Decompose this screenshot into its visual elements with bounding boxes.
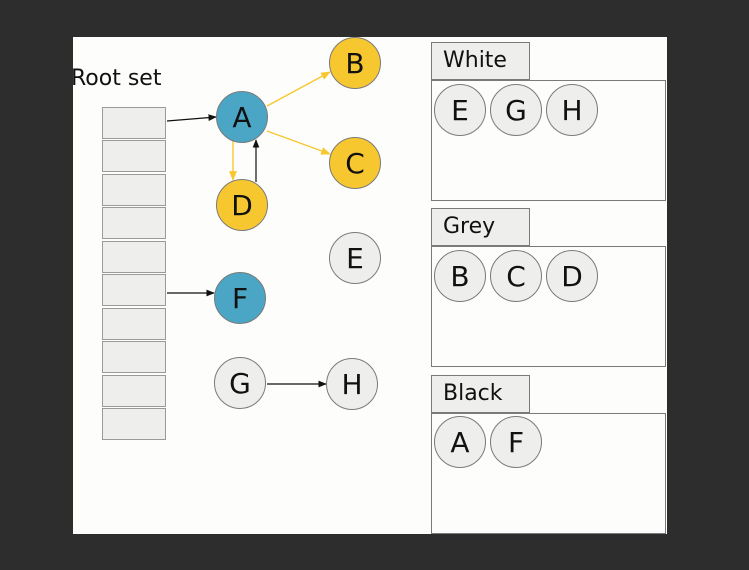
node-a-label: A <box>232 100 252 134</box>
root-set-cell <box>102 174 166 206</box>
node-e-label: E <box>346 241 364 275</box>
node-d-label: D <box>231 188 253 222</box>
node-h: H <box>326 358 378 410</box>
grey-panel-tab: Grey <box>431 208 530 246</box>
grey-chip-d: D <box>546 250 598 302</box>
grey-panel-title: Grey <box>443 214 496 239</box>
edge-a-to-c <box>266 130 331 155</box>
black-chip-f-label: F <box>507 425 525 459</box>
root-set-cell <box>102 341 166 373</box>
root-set-cell <box>102 274 166 306</box>
white-chip-g-label: G <box>505 93 527 127</box>
white-chip-e-label: E <box>451 93 469 127</box>
edge-root-to-a <box>166 114 217 122</box>
grey-chip-d-label: D <box>561 259 583 293</box>
node-g-label: G <box>229 366 251 400</box>
root-set-cell <box>102 140 166 172</box>
node-b: B <box>329 37 381 89</box>
node-f: F <box>214 272 266 324</box>
grey-chip-b-label: B <box>450 259 470 293</box>
node-c: C <box>329 137 381 189</box>
grey-chip-b: B <box>434 250 486 302</box>
node-h-label: H <box>341 367 363 401</box>
white-panel-tab: White <box>431 42 530 80</box>
node-c-label: C <box>345 146 365 180</box>
node-b-label: B <box>345 46 365 80</box>
root-set-cell <box>102 308 166 340</box>
root-set-cell <box>102 241 166 273</box>
white-chip-e: E <box>434 84 486 136</box>
root-set-cell <box>102 207 166 239</box>
node-d: D <box>216 179 268 231</box>
white-panel-title: White <box>443 48 507 73</box>
black-chip-a: A <box>434 416 486 468</box>
node-g: G <box>214 357 266 409</box>
black-panel-title: Black <box>443 381 503 406</box>
grey-chip-c-label: C <box>506 259 526 293</box>
black-chip-f: F <box>490 416 542 468</box>
black-panel-tab: Black <box>431 375 530 413</box>
black-chip-a-label: A <box>450 425 470 459</box>
white-chip-h-label: H <box>561 93 583 127</box>
node-a: A <box>216 91 268 143</box>
node-e: E <box>329 232 381 284</box>
root-set-label: Root set <box>71 66 162 91</box>
white-chip-g: G <box>490 84 542 136</box>
edge-a-to-b <box>266 71 331 107</box>
root-set-cell <box>102 107 166 139</box>
root-set-cell <box>102 408 166 440</box>
root-set-cell <box>102 375 166 407</box>
node-f-label: F <box>231 281 249 315</box>
white-chip-h: H <box>546 84 598 136</box>
grey-chip-c: C <box>490 250 542 302</box>
